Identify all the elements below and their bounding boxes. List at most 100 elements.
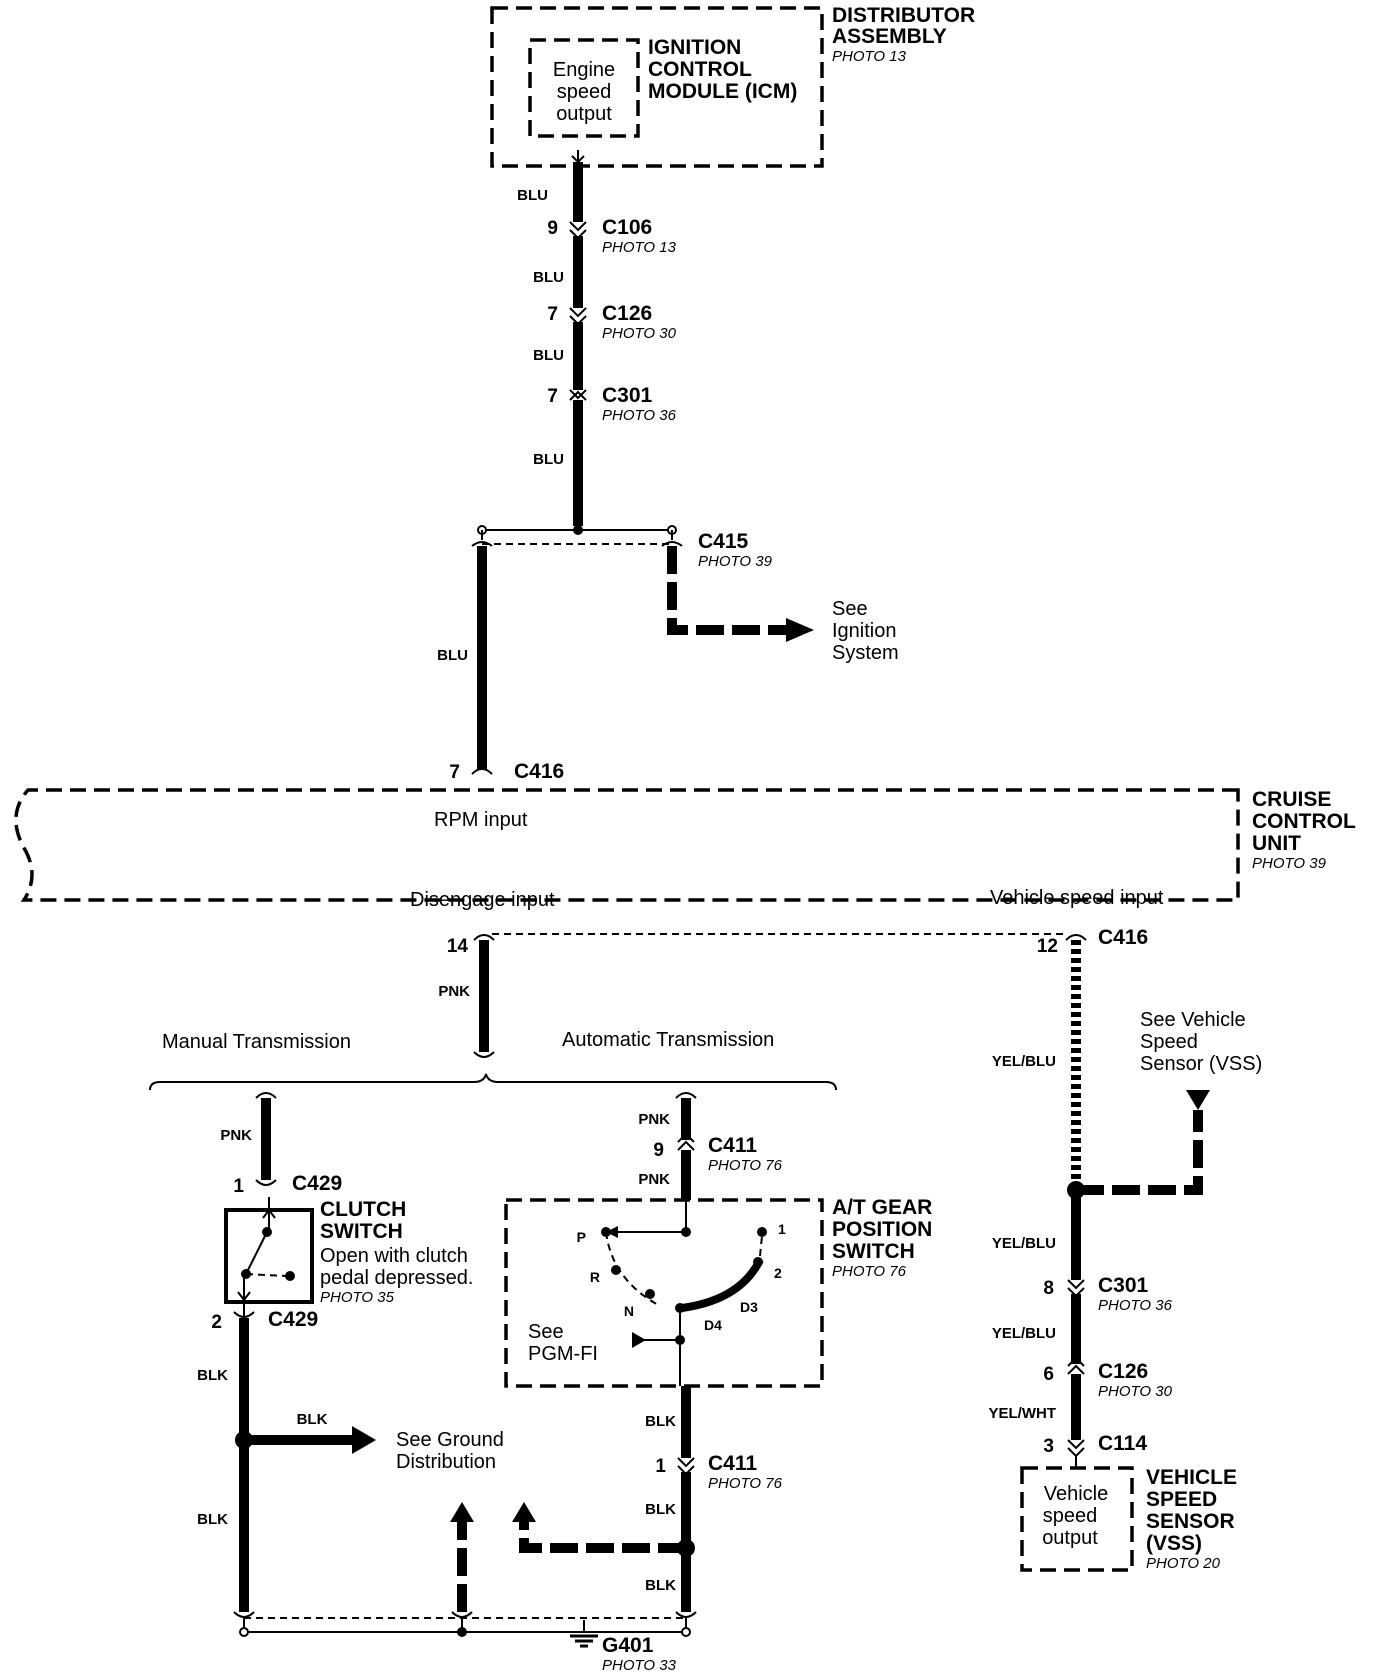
- automatic-transmission-label: Automatic Transmission: [562, 1029, 774, 1051]
- c301a-photo: PHOTO 36: [602, 407, 677, 424]
- vss-ref-1: See Vehicle: [1140, 1009, 1246, 1031]
- pgm-ref-2: PGM-FI: [528, 1343, 598, 1365]
- c301b-photo: PHOTO 36: [1098, 1297, 1173, 1314]
- c126a-photo: PHOTO 30: [602, 325, 677, 342]
- wire-blk-6: BLK: [645, 1577, 676, 1594]
- c114-pin: 3: [1043, 1436, 1054, 1457]
- c429b-pin: 2: [211, 1312, 222, 1333]
- wire-pnk-1: PNK: [438, 983, 470, 1000]
- wire-blu-5: BLU: [437, 647, 468, 664]
- pgm-ref-1: See: [528, 1321, 564, 1343]
- vss-title-3: SENSOR: [1146, 1510, 1235, 1533]
- distributor-box: [490, 6, 824, 168]
- rpm-input-label: RPM input: [434, 809, 528, 831]
- c114-name: C114: [1098, 1432, 1147, 1455]
- gnd-ref-1: See Ground: [396, 1429, 504, 1451]
- icm-title-2: CONTROL: [648, 58, 752, 81]
- wire-pnk-2: PNK: [220, 1127, 252, 1144]
- c411b-name: C411: [708, 1452, 757, 1475]
- c126b-name: C126: [1098, 1360, 1148, 1383]
- clutch-photo: PHOTO 35: [320, 1289, 395, 1306]
- icm-inner-3: output: [556, 103, 612, 125]
- pos-d4: D4: [704, 1317, 722, 1333]
- icm-title-3: MODULE (ICM): [648, 80, 797, 103]
- wire-blu-4: BLU: [533, 451, 564, 468]
- vss-branch: [1020, 1090, 1210, 1572]
- wire-yb-3: YEL/BLU: [992, 1325, 1056, 1342]
- clutch-title-2: SWITCH: [320, 1220, 403, 1243]
- clutch-title-1: CLUTCH: [320, 1198, 406, 1221]
- c429b-name: C429: [268, 1308, 318, 1331]
- g401-photo: PHOTO 33: [602, 1657, 677, 1674]
- vss-photo: PHOTO 20: [1146, 1555, 1221, 1572]
- wire-blk-5: BLK: [645, 1501, 676, 1518]
- ign-ref-1: See: [832, 598, 868, 620]
- distributor-assembly: Engine speed output IGNITION CONTROL MOD…: [490, 4, 975, 168]
- pos-1: 1: [778, 1221, 786, 1237]
- cruise-title-1: CRUISE: [1252, 788, 1331, 811]
- c411a-photo: PHOTO 76: [708, 1157, 783, 1174]
- ground-g401: [233, 1611, 697, 1648]
- c411a-pin: 9: [653, 1140, 664, 1161]
- vss-title-2: SPEED: [1146, 1488, 1217, 1511]
- manual-branch: [224, 1092, 376, 1612]
- clutch-desc-1: Open with clutch: [320, 1245, 468, 1267]
- automatic-branch: [450, 1092, 824, 1612]
- c301b-name: C301: [1098, 1274, 1149, 1297]
- g401-name: G401: [602, 1634, 654, 1657]
- vss-title-1: VEHICLE: [1146, 1466, 1237, 1489]
- icm-output-box: [528, 38, 640, 138]
- icm-title-1: IGNITION: [648, 36, 741, 59]
- wire-yb-2: YEL/BLU: [992, 1235, 1056, 1252]
- wire-yw: YEL/WHT: [989, 1405, 1057, 1422]
- blu-trunk: [569, 150, 587, 526]
- pos-r: R: [590, 1269, 600, 1285]
- at-title-1: A/T GEAR: [832, 1196, 932, 1219]
- pos-2: 2: [774, 1265, 782, 1281]
- distributor-photo: PHOTO 13: [832, 48, 907, 65]
- wire-pnk-4: PNK: [638, 1171, 670, 1188]
- c415-name: C415: [698, 530, 749, 553]
- c415-photo: PHOTO 39: [698, 553, 773, 570]
- wire-blu-2: BLU: [533, 269, 564, 286]
- c411b-photo: PHOTO 76: [708, 1475, 783, 1492]
- c411b-pin: 1: [655, 1456, 666, 1477]
- vss-input-label: Vehicle speed input: [990, 887, 1164, 909]
- c429a-name: C429: [292, 1172, 342, 1195]
- pos-n: N: [624, 1303, 634, 1319]
- cruise-title-2: CONTROL: [1252, 810, 1356, 833]
- at-gear-switch-box: [504, 1198, 824, 1388]
- pos-d3: D3: [740, 1299, 758, 1315]
- at-photo: PHOTO 76: [832, 1263, 907, 1280]
- c126a-pin: 7: [547, 304, 558, 325]
- c301a-name: C301: [602, 384, 653, 407]
- c416b-pin: 14: [447, 936, 469, 957]
- c301b-pin: 8: [1043, 1278, 1054, 1299]
- c429a-pin: 1: [233, 1176, 244, 1197]
- c106-pin: 9: [547, 218, 558, 239]
- wire-pnk-3: PNK: [638, 1111, 670, 1128]
- at-title-2: POSITION: [832, 1218, 932, 1241]
- distributor-title-1: DISTRIBUTOR: [832, 4, 975, 27]
- c416-bottom: [473, 933, 1087, 1180]
- c416a-pin: 7: [449, 762, 460, 783]
- ign-ref-3: System: [832, 642, 899, 664]
- vss-ref-2: Speed: [1140, 1031, 1198, 1053]
- icm-inner-1: Engine: [553, 59, 615, 81]
- wire-blu-3: BLU: [533, 347, 564, 364]
- pos-p: P: [577, 1229, 586, 1245]
- c106-photo: PHOTO 13: [602, 239, 677, 256]
- c411a-name: C411: [708, 1134, 757, 1157]
- clutch-desc-2: pedal depressed.: [320, 1267, 473, 1289]
- vss-ref-3: Sensor (VSS): [1140, 1053, 1262, 1075]
- manual-transmission-label: Manual Transmission: [162, 1031, 351, 1053]
- icm-inner-2: speed: [557, 81, 612, 103]
- wire-yb-1: YEL/BLU: [992, 1053, 1056, 1070]
- c416c-name: C416: [1098, 926, 1148, 949]
- c416c-pin: 12: [1037, 936, 1058, 957]
- wire-blu-1: BLU: [517, 187, 548, 204]
- gnd-ref-2: Distribution: [396, 1451, 496, 1473]
- disengage-input-label: Disengage input: [410, 889, 555, 911]
- c416a-name: C416: [514, 760, 564, 783]
- ign-ref-2: Ignition: [832, 620, 897, 642]
